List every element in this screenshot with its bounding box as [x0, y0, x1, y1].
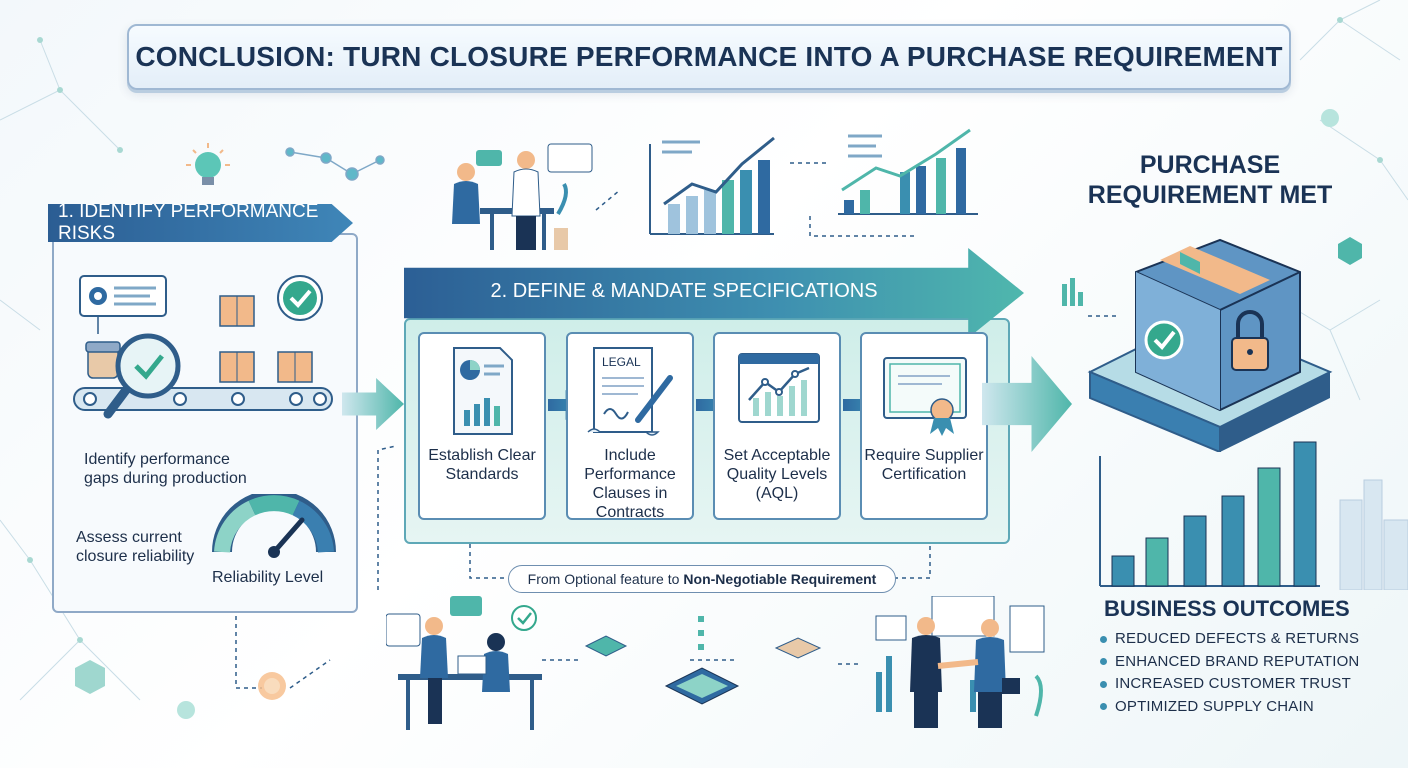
pen-icon	[635, 375, 673, 423]
card-aql: Set Acceptable Quality Levels (AQL)	[713, 332, 841, 520]
list-item: OPTIMIZED SUPPLY CHAIN	[1100, 696, 1359, 719]
bullet-icon	[1100, 680, 1107, 688]
quality-chart-icon	[738, 353, 820, 423]
outcomes-list: REDUCED DEFECTS & RETURNS ENHANCED BRAND…	[1100, 628, 1359, 718]
list-item: INCREASED CUSTOMER TRUST	[1100, 673, 1359, 696]
transition-bold: Non-Negotiable Requirement	[683, 571, 877, 587]
team-meeting-icon	[386, 596, 542, 730]
card-label: Establish Clear Standards	[428, 447, 536, 483]
list-item: REDUCED DEFECTS & RETURNS	[1100, 628, 1359, 651]
reliability-gauge-icon	[212, 494, 336, 558]
step2-heading: 2. DEFINE & MANDATE SPECIFICATIONS	[490, 280, 878, 302]
growth-chart-icon	[838, 128, 978, 215]
transition-callout: From Optional feature to Non-Negotiable …	[508, 565, 896, 593]
certificate-icon	[883, 357, 967, 436]
bullet-icon	[1100, 635, 1107, 643]
outcome-bar-chart	[1099, 441, 1408, 590]
gauge-label: Reliability Level	[212, 569, 324, 586]
platform-icon	[584, 616, 822, 705]
step1-text-gaps: Identify performance gaps during product…	[84, 451, 247, 487]
card-label: Require Supplier Certification	[864, 447, 984, 483]
production-line-illustration	[73, 275, 333, 419]
step1-text-assess: Assess current closure reliability	[76, 529, 195, 565]
document-chart-icon	[453, 347, 513, 435]
lightbulb-icon	[186, 143, 230, 185]
bullet-icon	[1100, 658, 1107, 666]
list-item: ENHANCED BRAND REPUTATION	[1100, 651, 1359, 674]
step1-heading: 1. IDENTIFY PERFORMANCE RISKS	[58, 201, 319, 244]
magnifier-icon	[115, 333, 181, 399]
legal-tag: LEGAL	[602, 355, 641, 369]
bullet-icon	[1100, 703, 1107, 711]
seal-icon	[930, 398, 954, 422]
handshake-people-icon	[452, 143, 593, 250]
growth-chart-icon	[649, 136, 775, 235]
collaboration-illustration	[386, 596, 1045, 730]
card-establish-standards: Establish Clear Standards	[418, 332, 546, 520]
planning-illustration	[452, 128, 978, 250]
transition-prefix: From Optional feature to	[527, 571, 680, 587]
legal-contract-icon: LEGAL	[587, 347, 673, 436]
step1-banner: 1. IDENTIFY PERFORMANCE RISKS	[48, 204, 353, 242]
secure-package-icon	[1062, 238, 1333, 452]
card-supplier-certification: Require Supplier Certification	[860, 332, 988, 520]
title-banner: CONCLUSION: TURN CLOSURE PERFORMANCE INT…	[127, 24, 1291, 90]
outcomes-title: BUSINESS OUTCOMES	[1104, 596, 1350, 621]
page-title: CONCLUSION: TURN CLOSURE PERFORMANCE INT…	[135, 41, 1283, 72]
card-label: Set Acceptable Quality Levels (AQL)	[723, 447, 831, 502]
card-performance-clauses: LEGAL Include Performance Clauses in Con…	[566, 332, 694, 521]
card-label: Include Performance Clauses in Contracts	[584, 447, 676, 521]
deal-handshake-icon	[875, 596, 1045, 728]
result-heading: PURCHASE REQUIREMENT MET	[1087, 151, 1333, 209]
